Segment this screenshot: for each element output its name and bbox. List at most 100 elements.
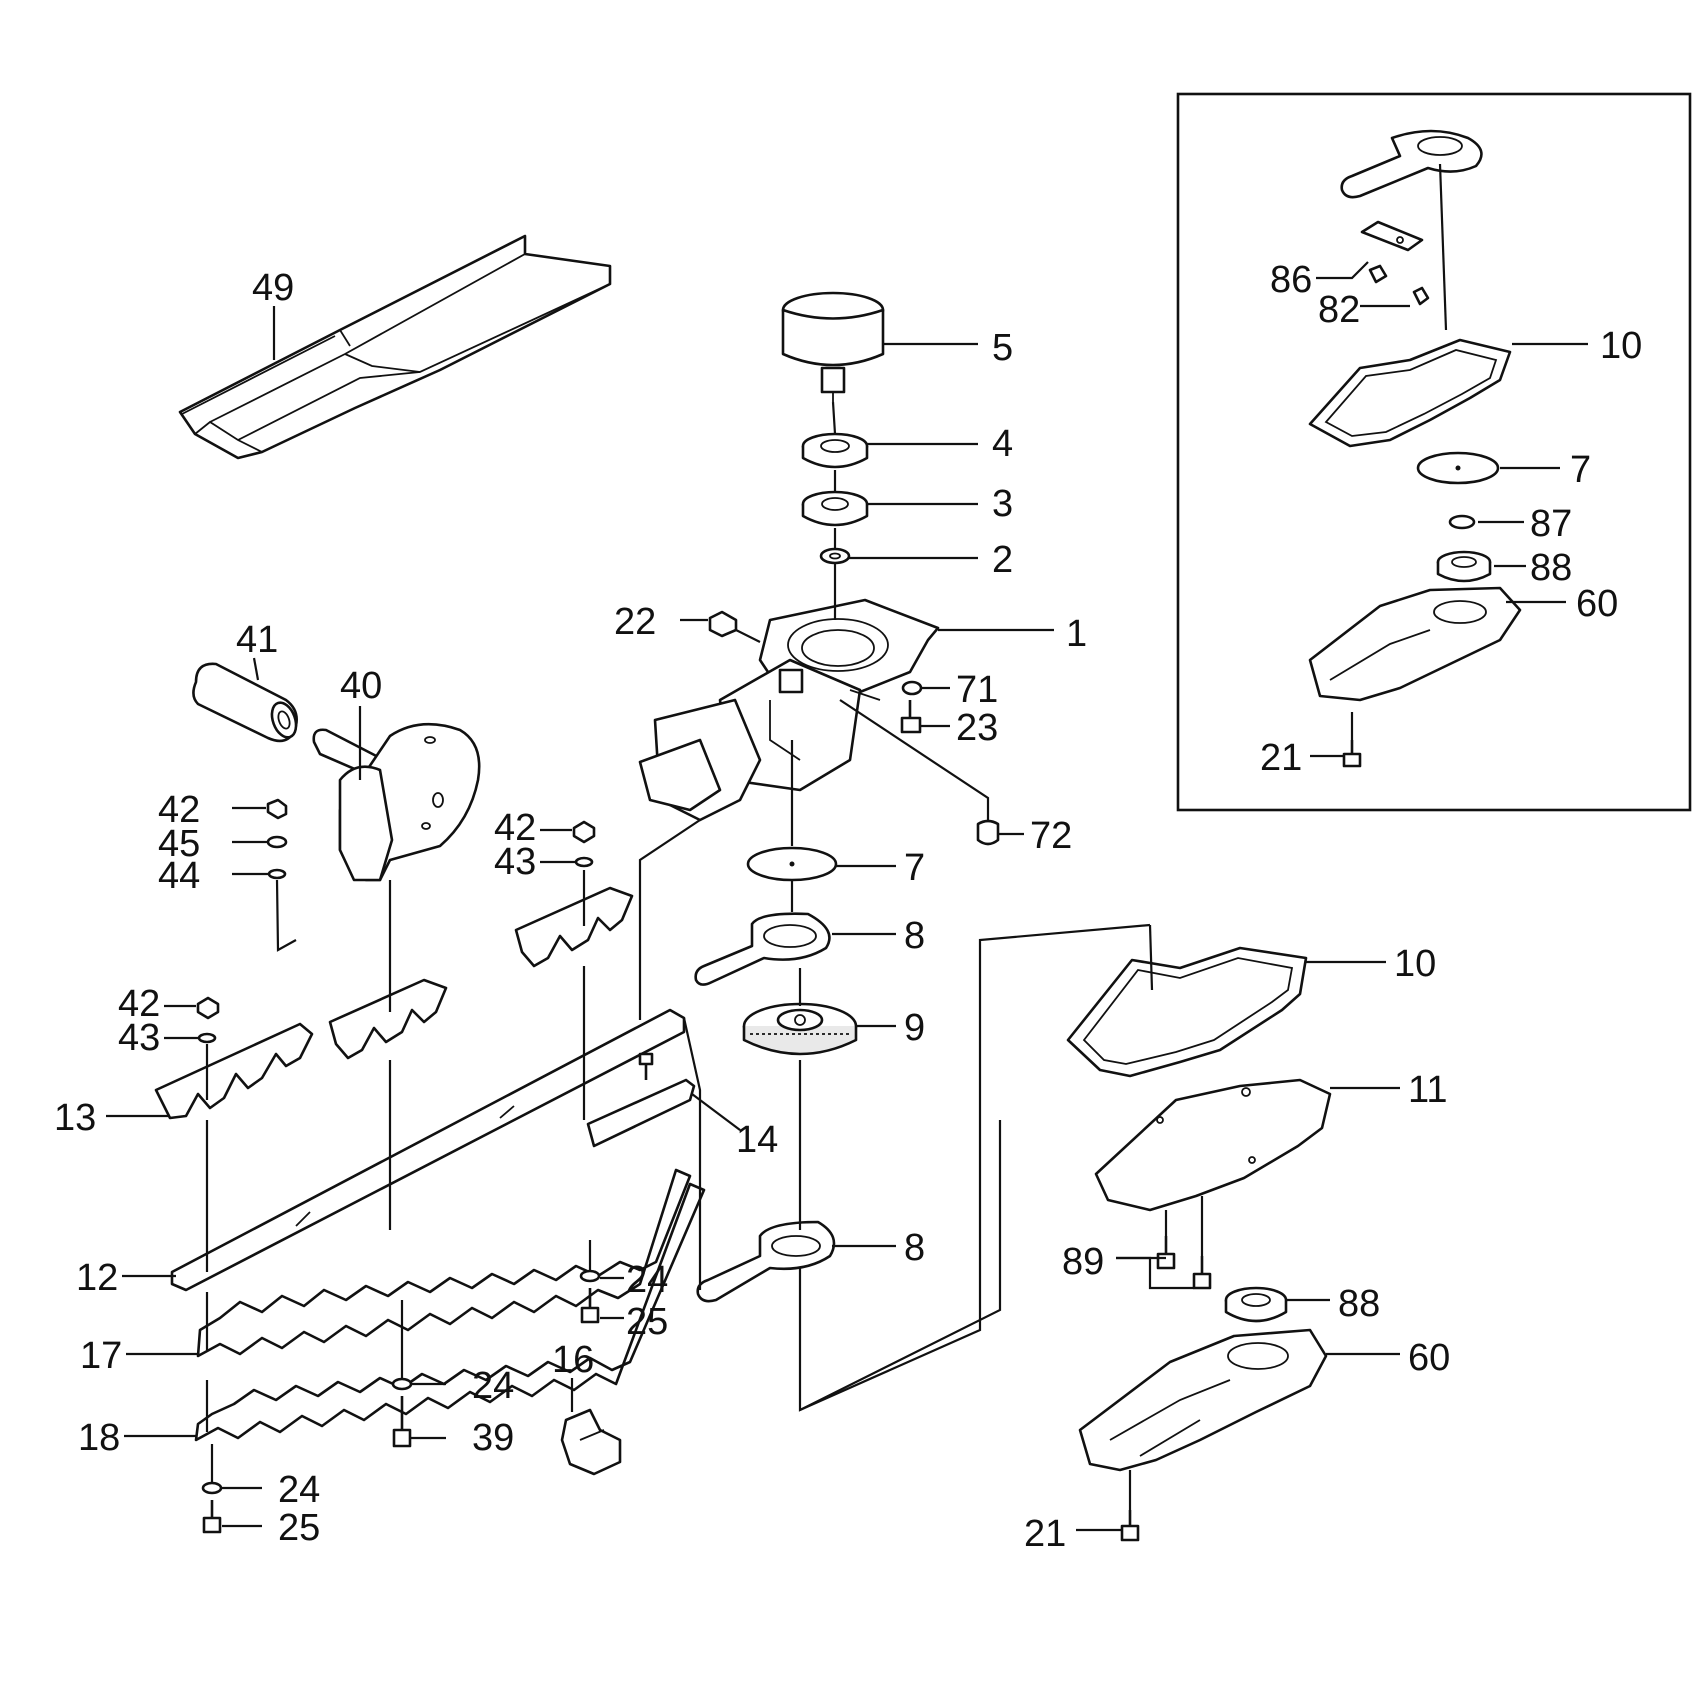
inset-bolt-86: [1368, 264, 1388, 284]
inset-callout-10: 10: [1600, 325, 1642, 367]
callout-16: 16: [552, 1339, 594, 1381]
part-11-cover-plate: [1094, 1078, 1332, 1212]
leader-lines: [106, 163, 1588, 1532]
inset-callout-86: 86: [1270, 259, 1312, 301]
callout-8-lower: 8: [904, 1227, 925, 1269]
part-2-washer: [819, 547, 851, 565]
inset-callout-60: 60: [1576, 583, 1618, 625]
part-5-drive-cup: [781, 291, 885, 402]
callout-44: 44: [158, 855, 200, 897]
part-23-bolt: [900, 700, 922, 734]
part-43-washer-a: [574, 856, 594, 868]
callout-9: 9: [904, 1007, 925, 1049]
callout-11: 11: [1408, 1069, 1447, 1111]
callout-labels: 49 5 4 3 2 22 1 71 23 72 7 8 9 8 10 11 8…: [54, 259, 1642, 1555]
part-39-bolt: [392, 1396, 412, 1448]
inset-connecting-rod: [1340, 129, 1483, 199]
part-25-bolt-a: [580, 1288, 600, 1324]
callout-88: 88: [1338, 1283, 1380, 1325]
part-9-gear: [742, 1002, 858, 1056]
inset-gasket-10: [1308, 338, 1512, 448]
callout-7: 7: [904, 847, 925, 889]
inset-callout-82: 82: [1318, 289, 1360, 331]
part-71-washer: [901, 680, 923, 696]
callout-24-c: 24: [278, 1469, 320, 1511]
callout-43-b: 43: [118, 1017, 160, 1059]
callout-41: 41: [236, 619, 278, 661]
part-8-connecting-rod-upper: [694, 912, 831, 986]
part-21-bolt: [1120, 1510, 1140, 1542]
part-1-gear-case: [638, 598, 940, 822]
part-22-nut: [708, 610, 738, 638]
part-13-blade-guide: [154, 1022, 314, 1120]
callout-71: 71: [956, 669, 998, 711]
part-42-nut-b: [572, 820, 596, 844]
callout-49: 49: [252, 267, 294, 309]
callout-25-b: 25: [278, 1507, 320, 1549]
callout-3: 3: [992, 483, 1013, 525]
callout-2: 2: [992, 539, 1013, 581]
callout-43-a: 43: [494, 841, 536, 883]
part-24-washer-b: [391, 1377, 413, 1391]
part-blade-cover: [178, 234, 612, 460]
callout-22: 22: [614, 601, 656, 643]
callout-18: 18: [78, 1417, 120, 1459]
part-4-bearing: [801, 432, 869, 469]
callout-39: 39: [472, 1417, 514, 1459]
callout-45: 45: [158, 823, 200, 865]
part-12-blade-strip: [170, 1008, 686, 1292]
part-blade-guide-b: [328, 978, 448, 1060]
callout-60: 60: [1408, 1337, 1450, 1379]
inset-bolt-21: [1342, 740, 1362, 768]
inset-plate: [1360, 220, 1424, 252]
callout-42-c: 42: [118, 983, 160, 1025]
inset-bolt-82: [1412, 286, 1430, 306]
callout-12: 12: [76, 1257, 118, 1299]
callout-40: 40: [340, 665, 382, 707]
part-72-plug: [976, 819, 1000, 846]
callout-10: 10: [1394, 943, 1436, 985]
part-18-lower-blade: [194, 1182, 706, 1442]
part-43-washer-b: [197, 1032, 217, 1044]
callout-42-b: 42: [494, 807, 536, 849]
part-bolt-14: [638, 1052, 654, 1080]
part-25-bolt-b: [202, 1500, 222, 1534]
part-10-gasket: [1066, 946, 1308, 1078]
part-40-front-handle: [312, 722, 481, 882]
part-42-nut-a: [266, 798, 288, 820]
callout-17: 17: [80, 1335, 122, 1377]
callout-42-a: 42: [158, 789, 200, 831]
part-16-clip: [560, 1408, 622, 1476]
part-24-washer-c: [201, 1481, 223, 1495]
callout-24-b: 24: [472, 1365, 514, 1407]
callout-13: 13: [54, 1097, 96, 1139]
callout-4: 4: [992, 423, 1013, 465]
part-44-washer: [267, 868, 287, 880]
callout-25-a: 25: [626, 1301, 668, 1343]
callout-5: 5: [992, 327, 1013, 369]
callout-23: 23: [956, 707, 998, 749]
part-60-housing: [1078, 1328, 1328, 1472]
part-88-bearing: [1224, 1286, 1288, 1323]
part-3-bearing: [801, 490, 869, 527]
inset-washer-87: [1448, 514, 1476, 530]
part-7-disc: [746, 846, 838, 882]
part-24-washer-a: [579, 1269, 601, 1283]
part-blade-guide-a: [514, 886, 634, 968]
inset-housing-60: [1308, 586, 1522, 702]
callout-89: 89: [1062, 1241, 1104, 1283]
part-14-blade-bar: [586, 1078, 696, 1148]
callout-72: 72: [1030, 815, 1072, 857]
inset-callout-88: 88: [1530, 547, 1572, 589]
callout-14: 14: [736, 1119, 778, 1161]
callout-8-upper: 8: [904, 915, 925, 957]
part-8-connecting-rod-lower: [696, 1220, 836, 1303]
part-41-grip: [192, 662, 298, 743]
part-45-washer: [266, 835, 288, 849]
inset-bearing-88: [1436, 550, 1492, 583]
callout-21: 21: [1024, 1513, 1066, 1555]
inset-frame: [1176, 92, 1692, 812]
callout-24-a: 24: [626, 1259, 668, 1301]
